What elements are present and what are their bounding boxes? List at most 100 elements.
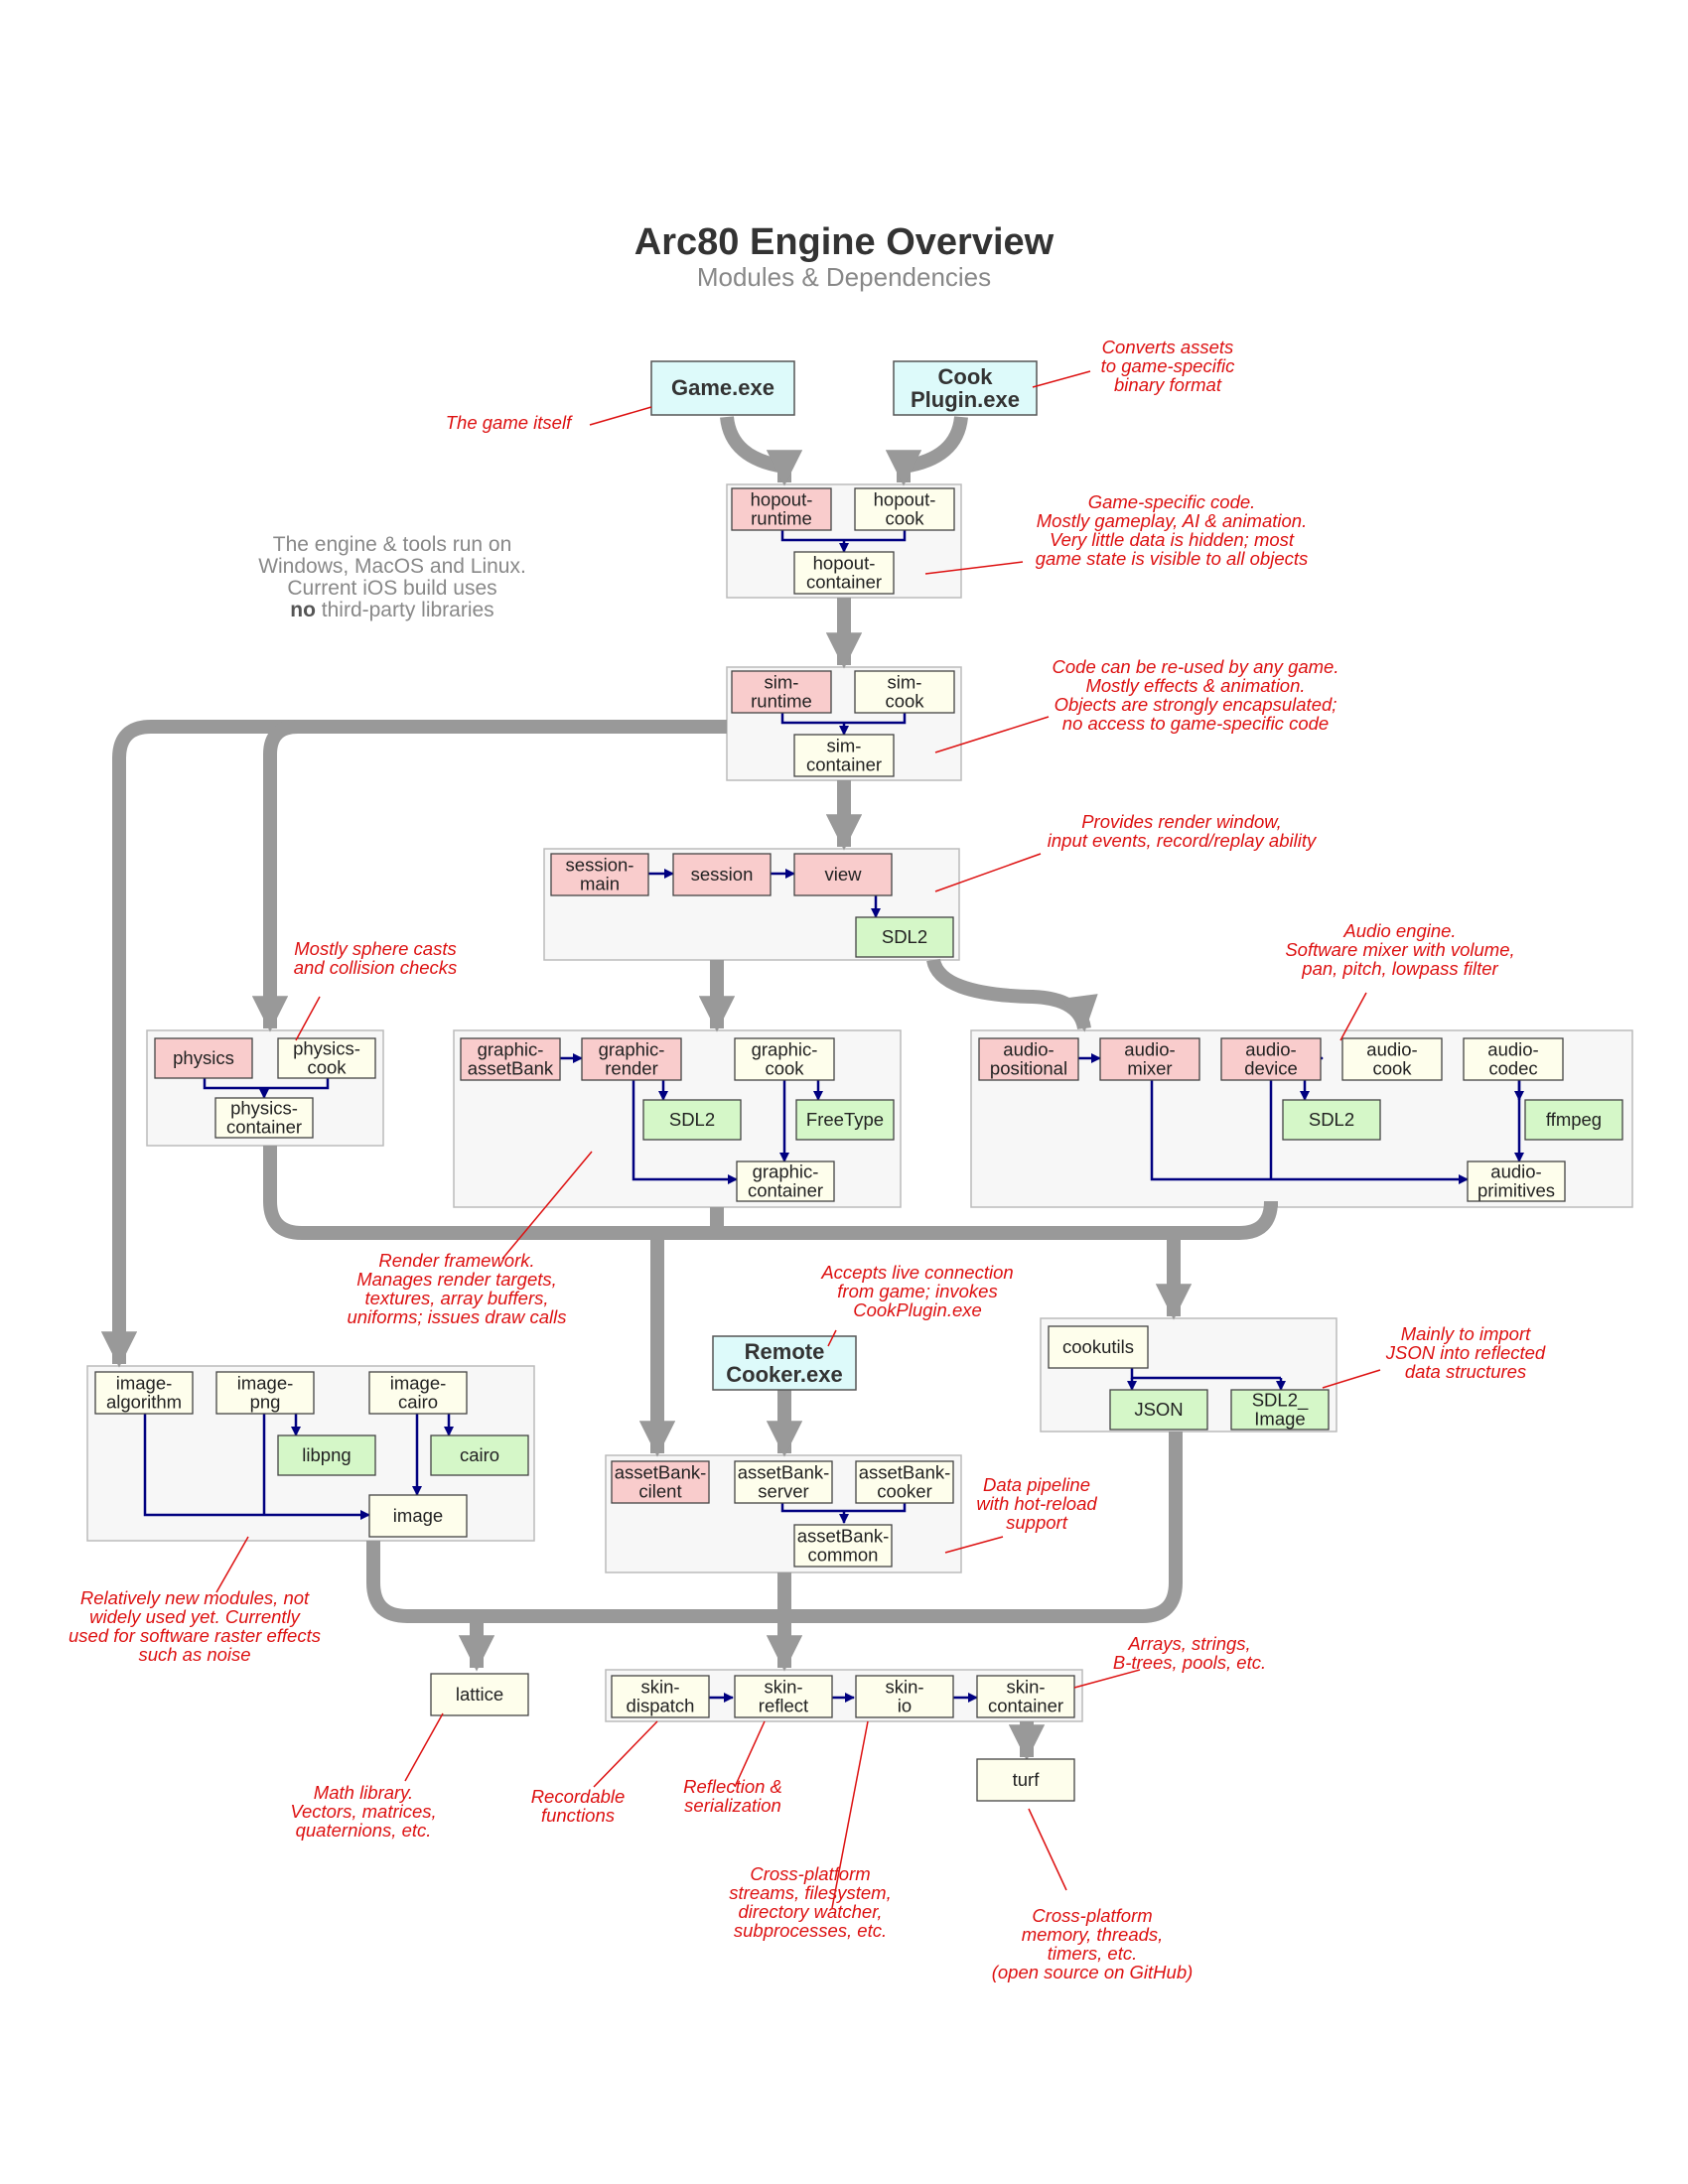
module-label: assetBank-: [859, 1462, 951, 1483]
note-line: Converts assets: [1102, 337, 1234, 357]
module-sdl2-graphic: SDL2: [642, 1099, 742, 1141]
module-assetbank-server: assetBank-server: [734, 1460, 833, 1504]
module-label: audio-: [1366, 1039, 1417, 1060]
page-title: Arc80 Engine Overview: [634, 221, 1055, 263]
module-image-cairo: image-cairo: [368, 1371, 468, 1415]
module-sdl2-image: SDL2_Image: [1230, 1389, 1330, 1431]
module-ffmpeg: ffmpeg: [1524, 1099, 1623, 1141]
module-label: io: [898, 1696, 912, 1716]
module-label: audio-: [1490, 1161, 1541, 1182]
note-line: with hot-reload: [976, 1493, 1097, 1514]
note-line: directory watcher,: [739, 1901, 883, 1922]
module-turf: turf: [976, 1758, 1075, 1802]
module-label: assetBank-: [797, 1526, 890, 1547]
module-label: physics-: [293, 1038, 360, 1059]
module-label: cairo: [398, 1392, 438, 1413]
module-label: session: [691, 864, 754, 885]
note-line: functions: [541, 1805, 615, 1826]
module-hopout-cook: hopout-cook: [854, 487, 955, 531]
module-label: dispatch: [627, 1696, 695, 1716]
dependency-arrows: [100, 415, 1278, 1761]
module-sim-cook: sim-cook: [854, 670, 955, 714]
module-cookutils: cookutils: [1048, 1325, 1149, 1369]
module-label: cook: [307, 1057, 347, 1078]
module-label: audio-: [1245, 1039, 1296, 1060]
module-label: audio-: [1124, 1039, 1175, 1060]
module-label: SDL2_: [1252, 1390, 1309, 1412]
module-label: cookutils: [1062, 1336, 1134, 1357]
note-render-framework: Render framework.Manages render targets,…: [347, 1250, 566, 1327]
note-line: binary format: [1114, 374, 1222, 395]
module-label: sim-: [765, 672, 799, 693]
module-label: hopout-: [751, 489, 813, 510]
module-label: mixer: [1127, 1058, 1172, 1079]
note-line: Cross-platform: [1032, 1905, 1152, 1926]
svg-text:Cooker.exe: Cooker.exe: [726, 1362, 842, 1387]
module-cairo: cairo: [430, 1434, 529, 1476]
module-label: codec: [1488, 1058, 1537, 1079]
module-graphic-assetbank: graphic-assetBank: [460, 1037, 561, 1081]
module-label: cairo: [460, 1444, 499, 1465]
note-line: memory, threads,: [1022, 1924, 1164, 1945]
modules: hopout-runtimehopout-cookhopout-containe…: [94, 487, 1623, 1802]
note-line: Mainly to import: [1401, 1323, 1531, 1344]
svg-text:Plugin.exe: Plugin.exe: [911, 387, 1020, 412]
module-label: container: [988, 1696, 1063, 1716]
note-line: Mostly gameplay, AI & animation.: [1037, 510, 1307, 531]
module-label: image-: [390, 1373, 447, 1394]
module-label: cook: [885, 508, 924, 529]
note-game-itself: The game itself: [446, 412, 573, 433]
module-label: server: [758, 1481, 808, 1502]
note-line: to game-specific: [1101, 355, 1235, 376]
svg-text:Current iOS build uses: Current iOS build uses: [287, 577, 496, 600]
note-line: game state is visible to all objects: [1036, 548, 1309, 569]
note-line: used for software raster effects: [69, 1625, 321, 1646]
note-line: serialization: [684, 1795, 781, 1816]
note-line: from game; invokes: [837, 1281, 997, 1301]
module-label: container: [806, 754, 882, 775]
note-line: Manages render targets,: [356, 1269, 557, 1290]
module-audio-cook: audio-cook: [1341, 1037, 1443, 1081]
module-sim-container: sim-container: [793, 734, 895, 777]
module-label: cook: [1372, 1058, 1412, 1079]
module-label: libpng: [302, 1444, 351, 1465]
note-line: The game itself: [446, 412, 573, 433]
note-line: Very little data is hidden; most: [1050, 529, 1295, 550]
module-label: reflect: [759, 1696, 808, 1716]
note-line: Render framework.: [378, 1250, 534, 1271]
module-label: assetBank-: [738, 1462, 830, 1483]
module-label: view: [824, 864, 862, 885]
note-line: input events, record/replay ability: [1048, 830, 1318, 851]
module-label: JSON: [1134, 1399, 1183, 1420]
note-line: pan, pitch, lowpass filter: [1301, 958, 1498, 979]
module-label: hopout-: [874, 489, 936, 510]
module-hopout-container: hopout-container: [793, 551, 895, 595]
module-graphic-cook: graphic-cook: [734, 1037, 835, 1081]
module-label: graphic-: [752, 1039, 818, 1060]
module-view: view: [793, 853, 893, 896]
cook-plugin-exe: Cook Plugin.exe: [893, 360, 1038, 416]
note-line: Recordable: [531, 1786, 626, 1807]
note-line: and collision checks: [294, 957, 458, 978]
note-line: uniforms; issues draw calls: [347, 1306, 566, 1327]
module-label: sim-: [827, 736, 862, 756]
module-json: JSON: [1109, 1389, 1208, 1431]
module-assetbank-cooker: assetBank-cooker: [855, 1460, 954, 1504]
note-line: Audio engine.: [1342, 920, 1456, 941]
module-label: ffmpeg: [1546, 1109, 1602, 1130]
module-label: render: [605, 1058, 657, 1079]
module-label: image: [393, 1505, 443, 1526]
remote-cooker-exe: Remote Cooker.exe: [712, 1335, 857, 1391]
note-line: Code can be re-used by any game.: [1053, 656, 1339, 677]
note-line: Software mixer with volume,: [1285, 939, 1514, 960]
module-skin-reflect: skin-reflect: [734, 1675, 833, 1718]
module-label: SDL2: [669, 1109, 715, 1130]
svg-text:no third-party libraries: no third-party libraries: [290, 599, 493, 621]
